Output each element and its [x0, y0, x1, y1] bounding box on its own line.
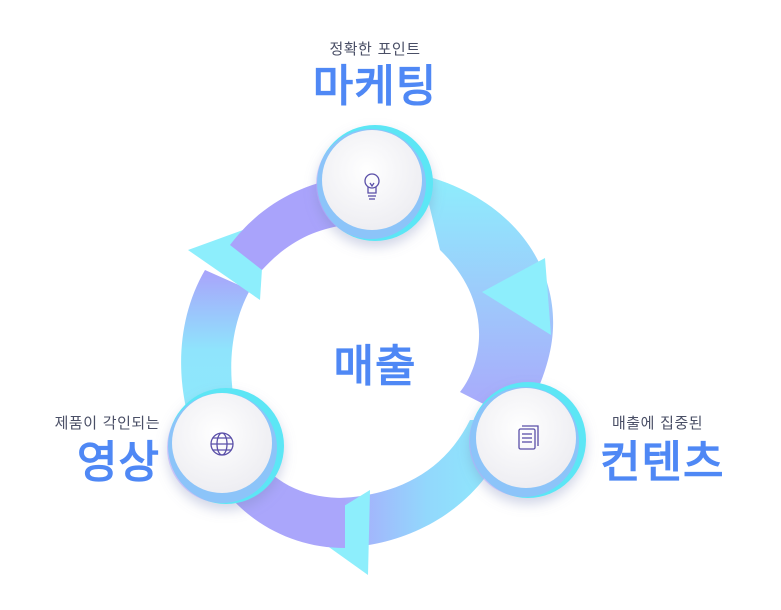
node-top-label: 정확한 포인트 마케팅	[290, 38, 460, 109]
globe-icon	[210, 432, 234, 456]
lightbulb-icon	[364, 173, 380, 200]
node-left-title: 영상	[77, 437, 160, 488]
center-label: 매출	[333, 341, 417, 392]
node-left	[167, 388, 284, 504]
node-left-label: 제품이 각인되는 영상	[0, 412, 160, 485]
node-right-title: 컨텐츠	[600, 437, 725, 488]
document-icon	[518, 425, 539, 450]
cycle-arc-top-left	[230, 178, 345, 270]
node-top-title: 마케팅	[312, 61, 438, 112]
node-left-subtitle: 제품이 각인되는	[54, 414, 160, 432]
cycle-arrow-right	[482, 258, 551, 335]
node-right-label: 매출에 집중된 컨텐츠	[600, 412, 770, 485]
node-top-subtitle: 정확한 포인트	[329, 40, 421, 58]
cycle-arc-right	[422, 175, 554, 420]
node-top	[316, 125, 433, 241]
node-right-subtitle: 매출에 집중된	[612, 414, 704, 432]
